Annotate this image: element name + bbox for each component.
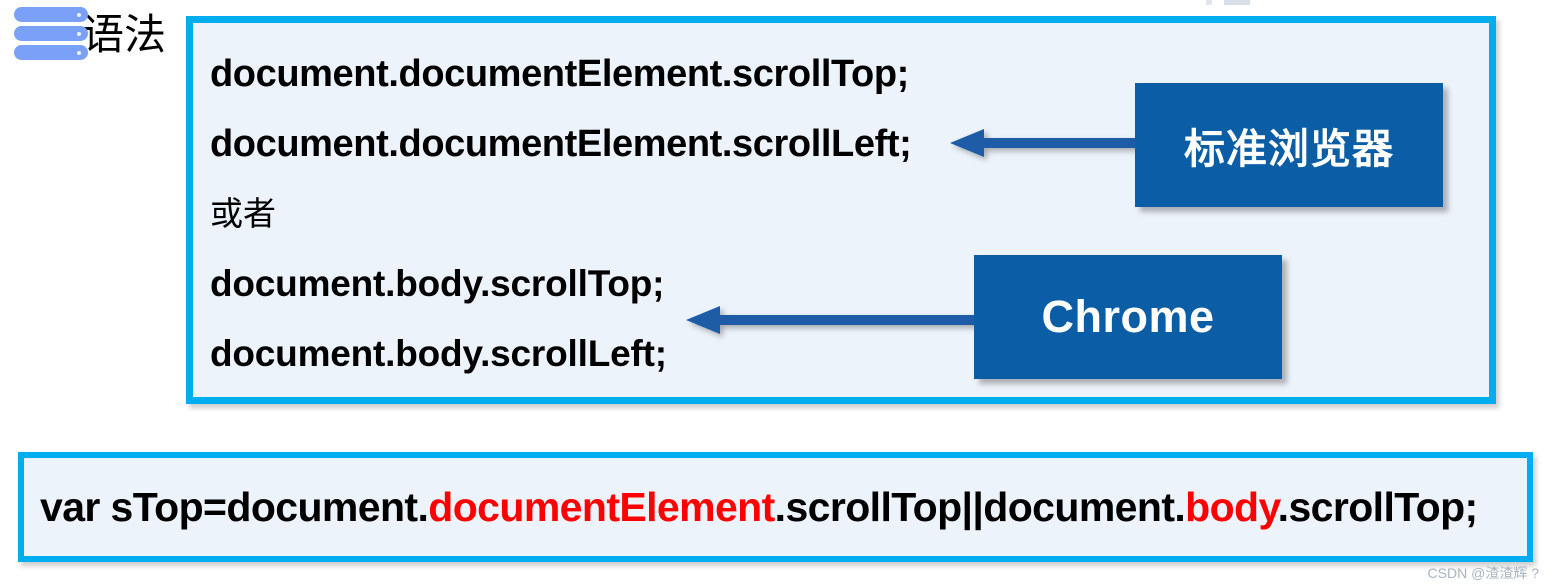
code-segment-plain: .scrollTop||document. [774, 483, 1186, 530]
callout-standard-browser-label: 标准浏览器 [1184, 125, 1394, 173]
callout-chrome: Chrome [974, 255, 1282, 379]
stacked-bars-icon [14, 4, 88, 66]
result-code-panel: var sTop=document.documentElement.scroll… [18, 452, 1533, 562]
arrow-to-standard-browser [950, 129, 1138, 157]
stacked-bars-icon-bar-1 [14, 7, 88, 22]
code-line: document.documentElement.scrollTop; [210, 53, 909, 95]
cropped-artifact [1206, 0, 1262, 5]
stacked-bars-icon-bar-2 [14, 26, 88, 41]
code-line: document.documentElement.scrollLeft; [210, 123, 912, 165]
stacked-bars-icon-dot-2 [77, 31, 81, 36]
watermark: CSDN @渣渣辉 ? [1427, 565, 1539, 581]
code-line-separator: 或者 [210, 194, 276, 233]
code-line: document.body.scrollLeft; [210, 333, 667, 374]
code-segment-plain: .scrollTop; [1277, 483, 1479, 530]
code-segment-plain: var sTop=document. [40, 483, 429, 530]
result-code-text: var sTop=document.documentElement.scroll… [24, 484, 1478, 531]
syntax-panel: document.documentElement.scrollTop; docu… [186, 16, 1496, 404]
code-segment-body: body [1185, 483, 1278, 530]
code-line: document.body.scrollTop; [210, 263, 665, 304]
arrow-to-chrome [686, 306, 978, 334]
callout-chrome-label: Chrome [1041, 291, 1215, 342]
stacked-bars-icon-bar-3 [14, 45, 88, 60]
syntax-line-list: document.documentElement.scrollTop; docu… [210, 39, 1479, 389]
stacked-bars-icon-dot-3 [77, 50, 81, 55]
callout-standard-browser: 标准浏览器 [1135, 83, 1443, 207]
stacked-bars-icon-dot-1 [77, 12, 81, 17]
page-heading: 语法 [14, 4, 166, 66]
code-segment-documentElement: documentElement [428, 483, 775, 530]
page-title: 语法 [82, 10, 167, 59]
